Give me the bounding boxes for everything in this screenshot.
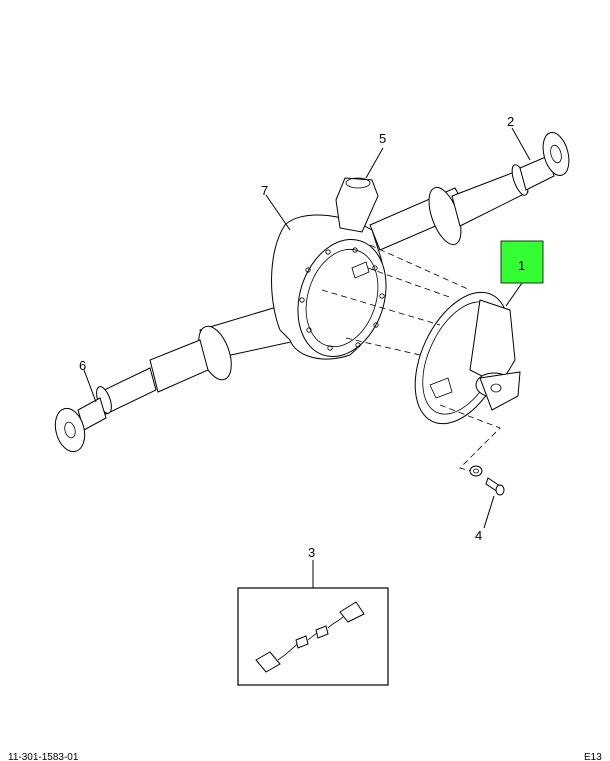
leader-7 bbox=[265, 194, 291, 231]
mounting-bracket[interactable] bbox=[335, 177, 379, 233]
axle-housing[interactable] bbox=[199, 177, 469, 368]
leader-6 bbox=[83, 369, 97, 403]
callout-1[interactable]: 1 bbox=[518, 258, 525, 273]
leader-5 bbox=[365, 147, 384, 179]
harness-inset[interactable] bbox=[237, 587, 389, 686]
bolt-and-washer[interactable] bbox=[469, 465, 505, 496]
callout-1-highlight[interactable] bbox=[500, 240, 544, 284]
right-axle-shaft[interactable] bbox=[423, 130, 574, 249]
callout-6[interactable]: 6 bbox=[79, 358, 86, 373]
footer-page-code: E13 bbox=[584, 752, 602, 761]
callout-2[interactable]: 2 bbox=[507, 114, 514, 129]
callout-3[interactable]: 3 bbox=[308, 545, 315, 560]
footer-drawing-id: 11-301-1583-01 bbox=[8, 752, 79, 761]
leader-4 bbox=[483, 495, 495, 529]
left-axle-shaft[interactable] bbox=[51, 322, 238, 455]
callout-7[interactable]: 7 bbox=[261, 183, 268, 198]
callout-4[interactable]: 4 bbox=[475, 528, 482, 543]
leader-2 bbox=[511, 127, 531, 161]
differential-carrier[interactable] bbox=[396, 278, 528, 439]
callout-5[interactable]: 5 bbox=[379, 131, 386, 146]
leader-1 bbox=[505, 282, 523, 307]
